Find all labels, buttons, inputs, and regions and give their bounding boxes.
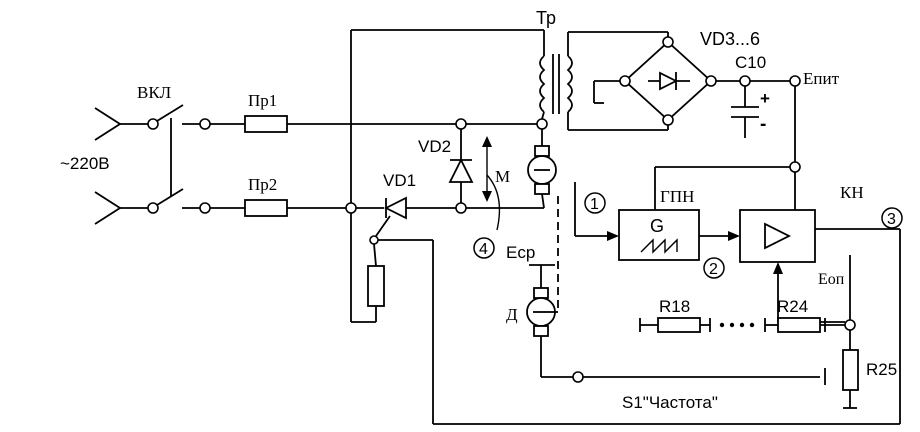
label-d: Д <box>506 305 518 324</box>
diode-vd1 <box>383 196 407 220</box>
sensor-motor-d <box>526 287 556 337</box>
marker-3: 3 <box>881 207 903 229</box>
node-left-junction <box>345 202 357 214</box>
resistor-r-left <box>367 265 385 307</box>
label-r24: R24 <box>777 297 808 316</box>
svg-text:2: 2 <box>709 261 718 278</box>
capacitor-c10 <box>731 86 759 138</box>
label-minus: - <box>760 114 766 135</box>
label-s1: S1"Частота" <box>622 393 718 412</box>
label-kn: КН <box>840 183 864 202</box>
resistor-r25 <box>842 349 859 391</box>
comparator-block <box>739 209 816 263</box>
marker-2: 2 <box>703 257 725 279</box>
label-gpn: ГПН <box>660 187 694 206</box>
ellipsis-dots <box>719 322 755 328</box>
svg-text:4: 4 <box>479 241 488 258</box>
label-r25: R25 <box>866 360 897 379</box>
ramp-generator-block <box>618 209 700 261</box>
label-plus: + <box>760 89 770 108</box>
label-tr: Тр <box>536 8 556 28</box>
label-220v: ~220В <box>60 154 110 173</box>
diode-bridge-vd3-6 <box>619 36 717 126</box>
resistor-r18 <box>657 317 701 333</box>
label-vkl: ВКЛ <box>137 83 172 102</box>
label-vd36: VD3...6 <box>700 29 760 49</box>
resistor-r24 <box>777 317 821 333</box>
label-vd1: VD1 <box>383 171 416 190</box>
mains-input-upper <box>94 104 537 141</box>
svg-text:1: 1 <box>590 196 599 213</box>
diode-vd2 <box>448 157 474 183</box>
mains-input-lower <box>94 188 346 225</box>
label-r18: R18 <box>659 297 690 316</box>
fuse-pr1 <box>244 115 288 133</box>
label-pr1: Пр1 <box>248 91 277 110</box>
marker-1: 1 <box>584 192 606 214</box>
label-vd2: VD2 <box>418 137 451 156</box>
motor-m <box>527 145 557 195</box>
label-g: G <box>650 216 664 236</box>
motion-arrow-m <box>482 136 492 202</box>
label-pr2: Пр2 <box>248 175 277 194</box>
label-c10: C10 <box>735 53 766 72</box>
marker-4: 4 <box>473 237 495 259</box>
transformer-tr <box>539 54 573 120</box>
label-m: М <box>495 167 510 186</box>
fuse-pr2 <box>244 199 288 217</box>
svg-text:3: 3 <box>887 211 896 228</box>
label-ecr: Eср <box>506 243 535 262</box>
label-epit: Eпит <box>803 69 840 88</box>
label-eop: Eоп <box>818 271 845 288</box>
